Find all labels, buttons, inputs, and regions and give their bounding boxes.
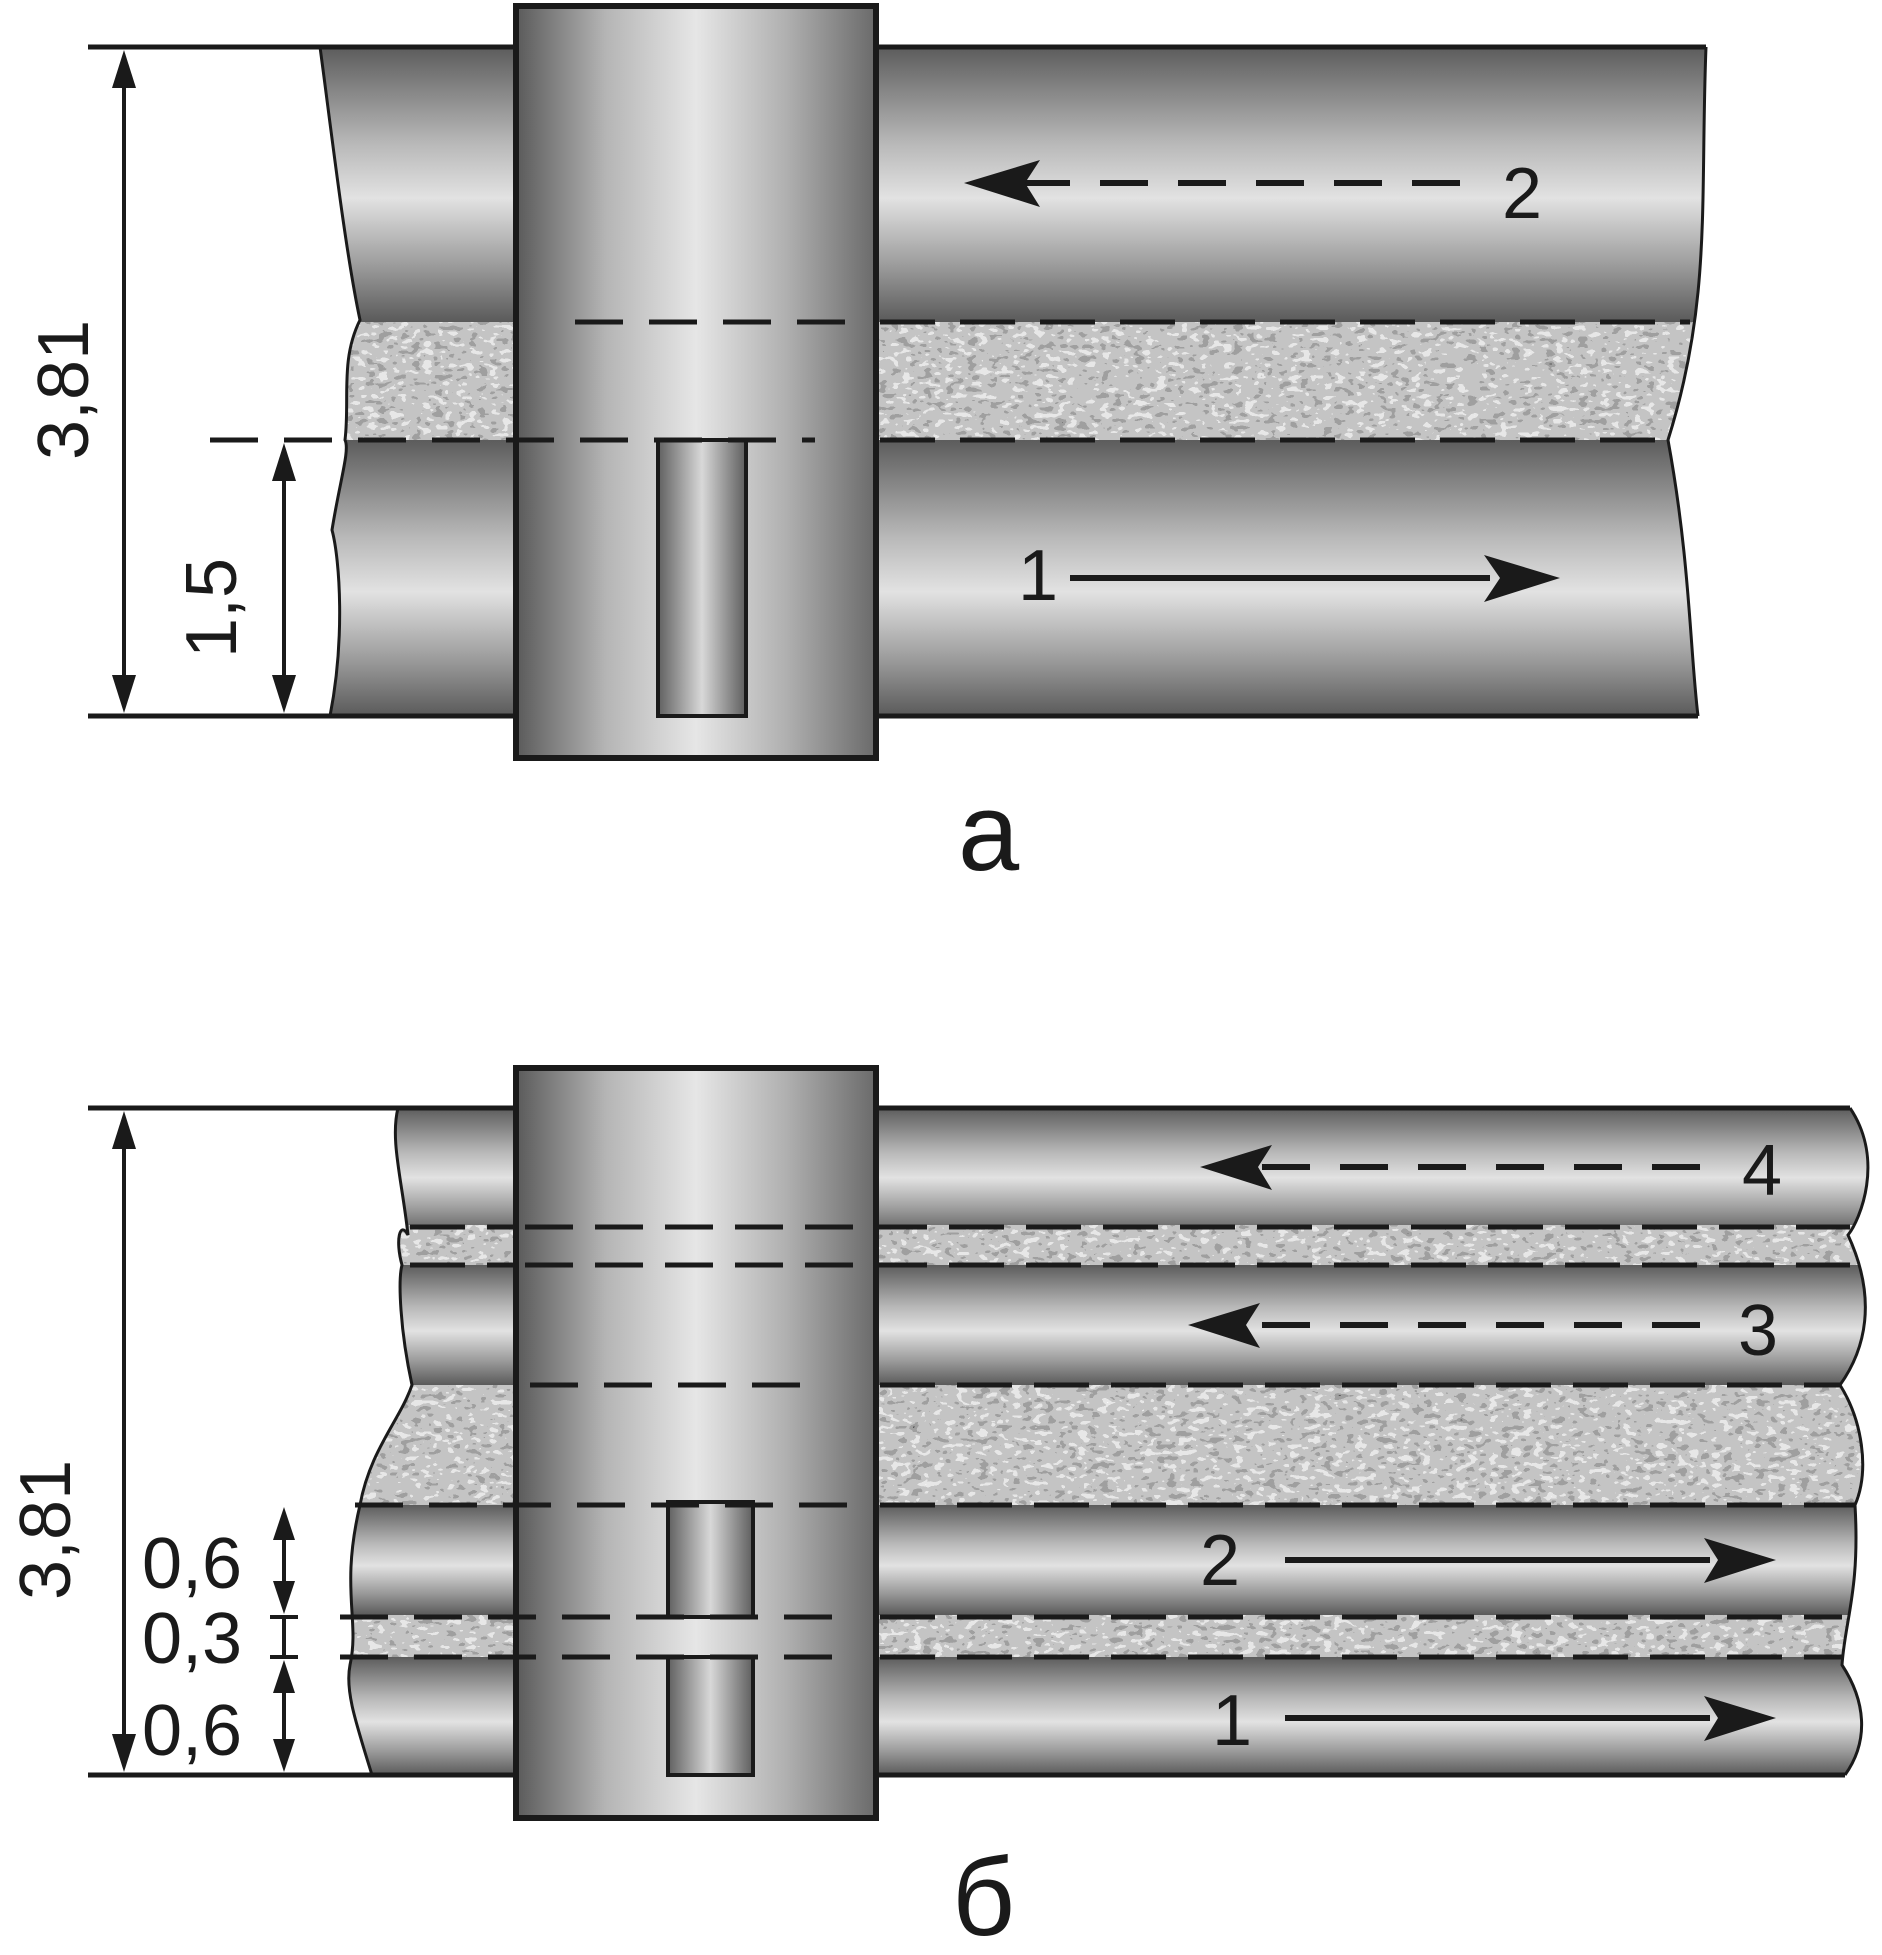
track-label-2: 2 [1200, 1521, 1240, 1601]
track-label-3: 3 [1738, 1291, 1778, 1371]
arrowhead-right-icon [1484, 555, 1560, 602]
tape-left-edge [318, 46, 362, 717]
total-width-label: 3,81 [24, 320, 104, 460]
track-label-1: 1 [1018, 536, 1058, 616]
dimension-arrow-up-icon [272, 443, 296, 481]
total-width-label: 3,81 [6, 1460, 86, 1600]
tape-right-edge [1838, 1107, 1870, 1776]
dimension-arrow-up-icon [112, 1111, 136, 1149]
caption-a: а [958, 771, 1020, 894]
arrowhead-right-icon [1704, 1696, 1776, 1741]
track-width-label-upper: 0,6 [142, 1524, 242, 1604]
figure-a: 2 1 3,81 1,5 а [24, 3, 1708, 894]
dimension-arrow-down-icon [273, 1581, 295, 1614]
guard-band-label: 0,3 [142, 1599, 242, 1679]
figure-b: 4 3 2 1 3,81 0,6 0,3 0,6 б [6, 1065, 1870, 1955]
track-label-4: 4 [1742, 1131, 1782, 1211]
arrowhead-left-icon [1200, 1145, 1272, 1190]
tape-left-edge [347, 1107, 414, 1776]
track-label-1: 1 [1212, 1681, 1252, 1761]
head-gap-upper [666, 1500, 755, 1619]
track-width-label: 1,5 [172, 558, 252, 658]
arrowhead-left-icon [964, 160, 1040, 207]
head-gap-lower [666, 1655, 755, 1777]
dimension-arrow-up-icon [273, 1660, 295, 1693]
dimension-arrow-up-icon [112, 50, 136, 88]
tape-right-edge [1666, 46, 1708, 717]
head-gap [656, 438, 748, 718]
arrowhead-left-icon [1188, 1303, 1260, 1348]
arrowhead-right-icon [1704, 1538, 1776, 1583]
track-label-2: 2 [1502, 154, 1542, 234]
dimension-arrow-down-icon [273, 1739, 295, 1772]
dimension-arrow-up-icon [273, 1507, 295, 1540]
dimension-arrow-down-icon [112, 1734, 136, 1772]
dimension-arrow-down-icon [112, 675, 136, 713]
track-width-label-lower: 0,6 [142, 1691, 242, 1771]
dimension-arrow-down-icon [272, 675, 296, 713]
caption-b: б [952, 1836, 1015, 1955]
